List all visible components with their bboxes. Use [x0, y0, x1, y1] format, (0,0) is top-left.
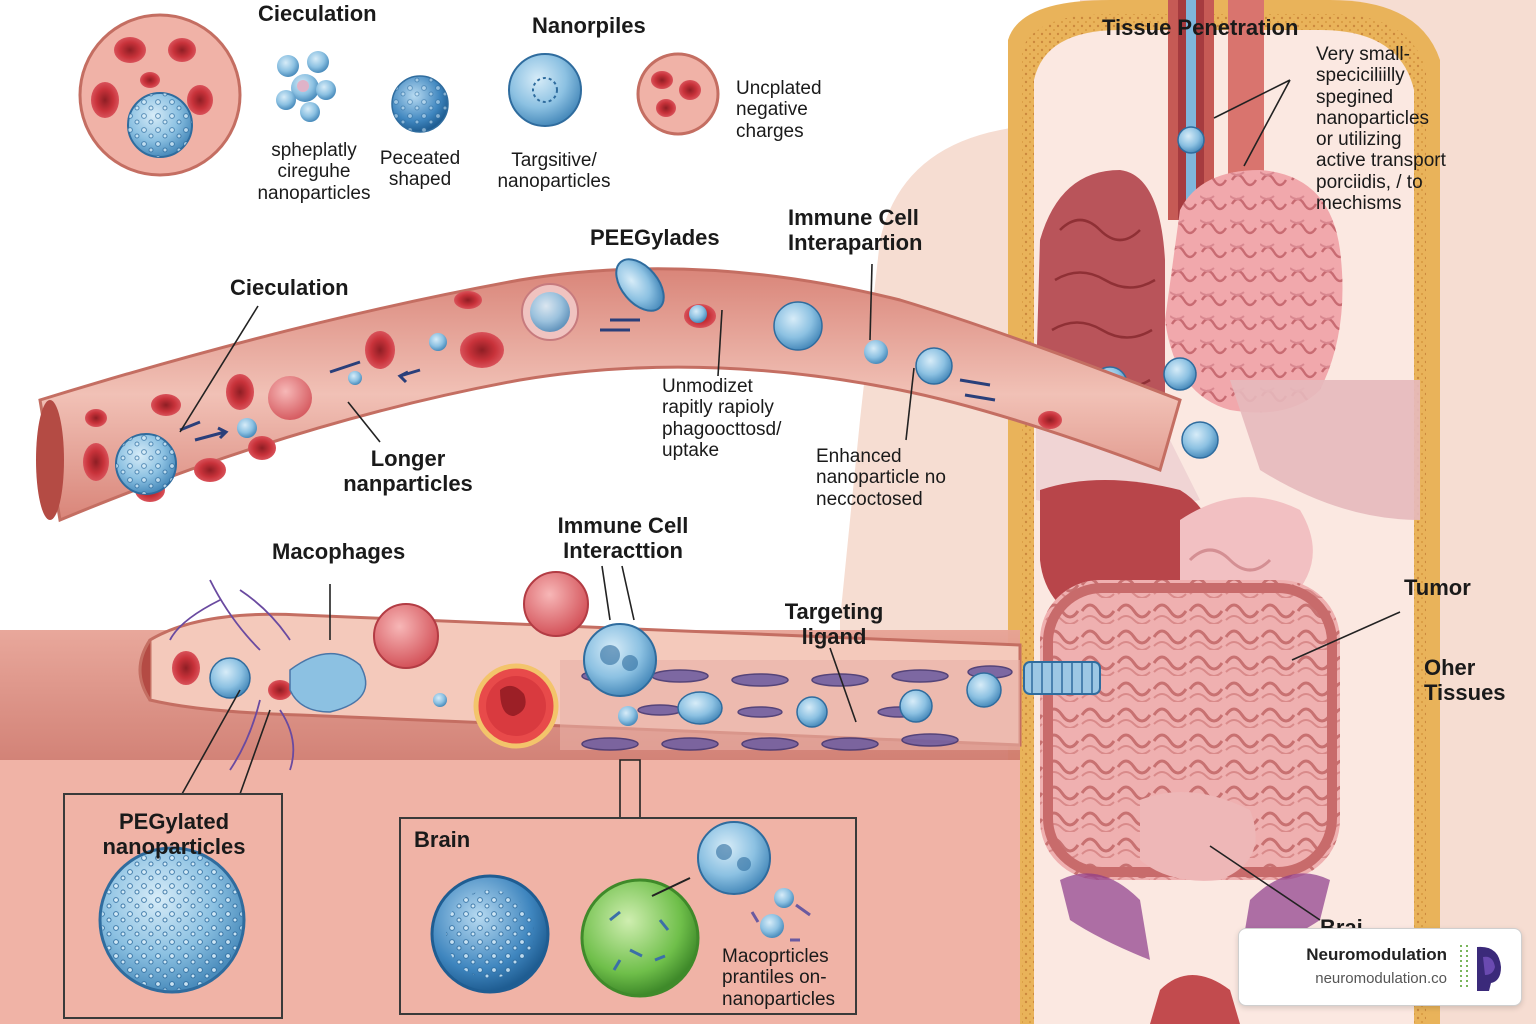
brand-name: Neuromodulation	[1306, 945, 1447, 964]
label-other-tissues: Oher Tissues	[1424, 655, 1506, 705]
endothelial-cells	[581, 665, 1013, 751]
lower-vessel-elements	[169, 571, 1101, 771]
top-row-illustrations	[78, 13, 720, 177]
label-top-circulation: Cieculation	[258, 1, 377, 26]
label-macophages: Macophages	[272, 539, 406, 564]
label-enhanced: Enhanced nanoparticle no neccoctosed	[816, 446, 946, 510]
brain-box-illustrations	[430, 821, 811, 998]
label-targeting-ligand: Targeting ligand	[784, 599, 884, 649]
label-nanopiles: Nanorpiles	[532, 13, 646, 38]
brand-logo-icon	[1460, 945, 1501, 991]
label-peceated: Peceated shaped	[379, 148, 461, 191]
brand-url[interactable]: neuromodulation.co	[1315, 970, 1447, 987]
label-immune-interaction: Immune Cell Interacttion	[557, 513, 689, 563]
label-pegylated: PEGylated nanoparticles	[102, 809, 246, 859]
label-very-small: Very small- speciciliilly spegined nanop…	[1316, 44, 1446, 214]
label-targsitive: Targsitive/ nanoparticles	[497, 150, 611, 193]
leader-lines	[179, 79, 1401, 921]
label-uncoated: Uncplated negative charges	[736, 78, 822, 142]
label-spherical: spheplatly cireguhe nanoparticles	[257, 140, 371, 204]
label-tissue-penetration: Tissue Penetration	[1102, 15, 1299, 40]
label-immune-interaparion: Immune Cell Interapartion	[788, 205, 923, 255]
brain-inset	[399, 817, 857, 1015]
label-macroparticles: Macoprticles prantiles on- nanoparticles	[722, 946, 836, 1010]
upper-red-blood-cells	[83, 291, 1062, 502]
flow-arrows	[179, 318, 996, 442]
label-unmodized: Unmodizet rapitly rapioly phagoocttosd/ …	[662, 376, 782, 461]
label-brain: Brain	[414, 827, 471, 852]
bladder	[1140, 792, 1256, 881]
upper-vessel-nanoparticles	[115, 258, 953, 495]
pegylated-particle	[98, 846, 246, 994]
label-tumor: Tumor	[1404, 575, 1471, 600]
label-longer: Longer nanparticles	[343, 446, 473, 496]
brand-card[interactable]: Neuromodulation neuromodulation.co	[1238, 928, 1522, 1006]
label-pegylades: PEEGylades	[590, 225, 720, 250]
pegylated-inset	[63, 793, 283, 1019]
label-vessel-circulation: Cieculation	[230, 275, 349, 300]
upper-blood-vessel	[36, 267, 1182, 523]
